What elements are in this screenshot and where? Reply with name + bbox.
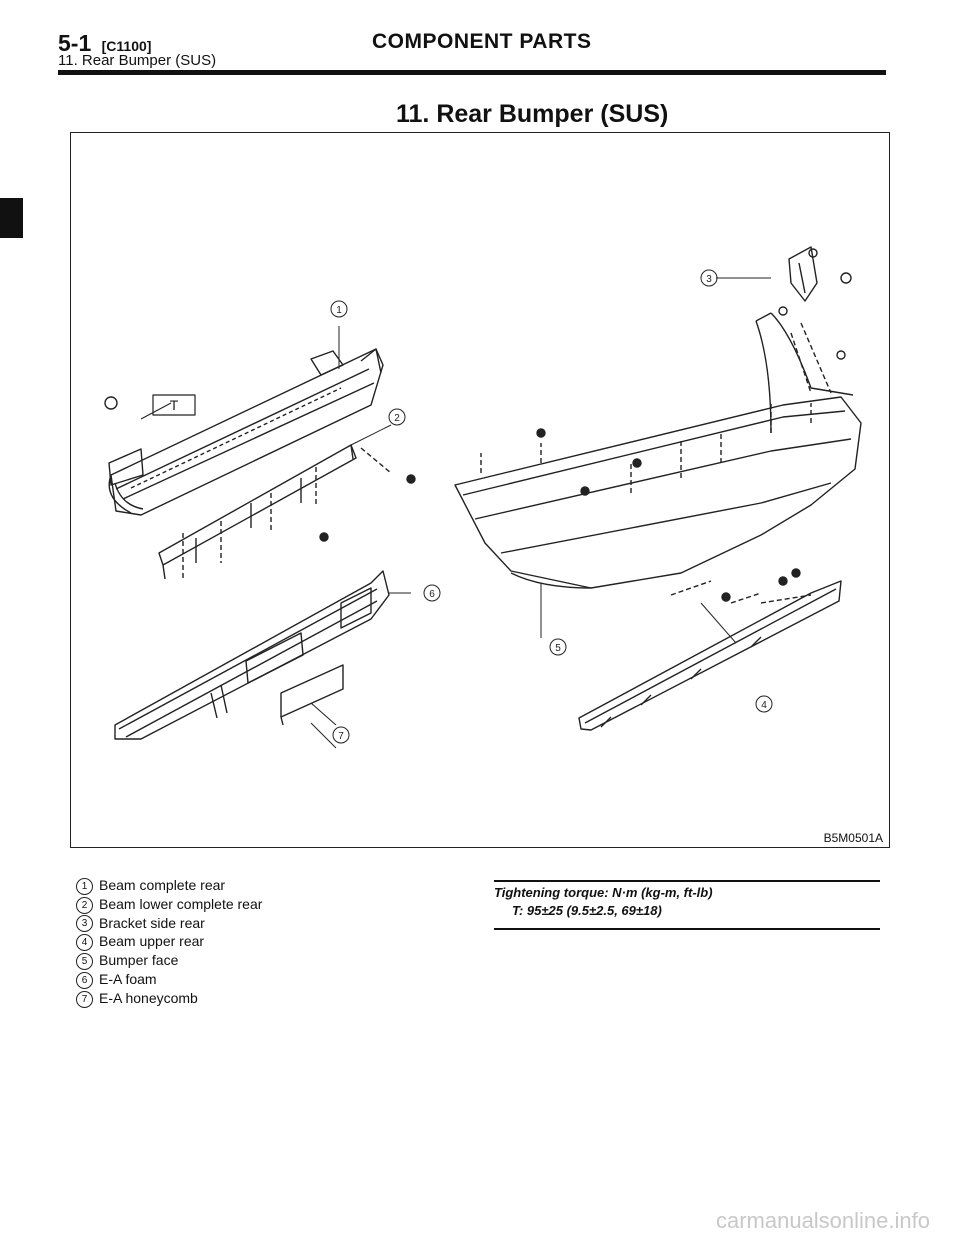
- beam-lower-rear-drawing: [158, 444, 392, 581]
- legend-item: 3 Bracket side rear: [76, 914, 262, 933]
- torque-bottom-rule: [494, 928, 880, 930]
- callout-2: [388, 408, 406, 426]
- figure-id: B5M0501A: [823, 831, 883, 845]
- page-title: 11. Rear Bumper (SUS): [396, 100, 669, 128]
- legend-item: 6 E-A foam: [76, 970, 262, 989]
- callout-3: [700, 269, 718, 287]
- callout-5: [549, 638, 567, 656]
- section-code: [C1100]: [101, 38, 152, 54]
- legend-label: Bracket side rear: [99, 914, 205, 931]
- legend-item: 5 Bumper face: [76, 951, 262, 970]
- side-tab-marker: [0, 198, 23, 238]
- legend-label: E-A foam: [99, 970, 157, 987]
- beam-upper-rear-drawing: [578, 580, 842, 731]
- watermark: carmanualsonline.info: [715, 1208, 930, 1233]
- legend-number: 1: [76, 877, 93, 895]
- fastener-icons: [104, 396, 801, 602]
- callout-7: [332, 726, 350, 744]
- header-rule: [58, 70, 886, 75]
- legend-number: 7: [76, 990, 93, 1008]
- callout-2-label: 2: [394, 413, 400, 424]
- legend-label: Beam complete rear: [99, 877, 226, 893]
- parts-legend: 1 Beam complete rear 2 Beam lower complete…: [76, 876, 262, 1008]
- legend-item: 1 Beam complete rear: [76, 876, 262, 895]
- callout-6-label: 6: [429, 589, 435, 600]
- callout-4: [755, 695, 773, 713]
- legend-number: 6: [76, 971, 93, 989]
- bumper-drawing: 1 2 3 4 5 6 7 T: [104, 246, 862, 749]
- legend-label: Beam upper rear: [99, 933, 205, 950]
- torque-title: Tightening torque: N·m (kg-m, ft-lb): [494, 885, 713, 900]
- legend-number: 5: [76, 952, 93, 970]
- callout-3-label: 3: [706, 274, 712, 285]
- callout-1: [330, 300, 348, 318]
- callout-7-label: 7: [338, 731, 344, 742]
- section-number: 5-1 [C1100]: [58, 30, 151, 57]
- torque-mark-box: [152, 394, 196, 416]
- torque-mark-label: T: [170, 397, 179, 413]
- legend-item: 2 Beam lower complete rear: [76, 895, 262, 914]
- exploded-diagram: 1 2 3 4 5 6 7 T B5M0501A: [70, 132, 890, 848]
- legend-number: 4: [76, 934, 93, 952]
- legend-label: E-A honeycomb: [99, 989, 198, 1006]
- legend-number: 3: [76, 915, 93, 933]
- legend-label: Beam lower complete rear: [99, 895, 263, 912]
- torque-value: T: 95±25 (9.5±2.5, 69±18): [512, 903, 662, 918]
- beam-complete-rear-drawing: [108, 348, 384, 516]
- legend-number: 2: [76, 896, 93, 914]
- legend-item: 4 Beam upper rear: [76, 932, 262, 952]
- header-title: COMPONENT PARTS: [372, 30, 592, 53]
- legend-item: 7 E-A honeycomb: [76, 989, 262, 1008]
- torque-top-rule: [494, 880, 880, 882]
- ea-foam-drawing: [114, 570, 390, 740]
- bracket-side-rear-drawing: [778, 246, 852, 360]
- callout-1-label: 1: [336, 305, 342, 316]
- ea-honeycomb-drawing: [280, 664, 344, 749]
- callout-4-label: 4: [761, 700, 767, 711]
- callout-5-label: 5: [555, 643, 561, 654]
- section-subtitle: 11. Rear Bumper (SUS): [58, 52, 217, 69]
- section-number-text: 5-1: [58, 30, 92, 56]
- bumper-face-drawing: [454, 312, 862, 633]
- callout-6: [423, 584, 441, 602]
- legend-label: Bumper face: [99, 952, 179, 969]
